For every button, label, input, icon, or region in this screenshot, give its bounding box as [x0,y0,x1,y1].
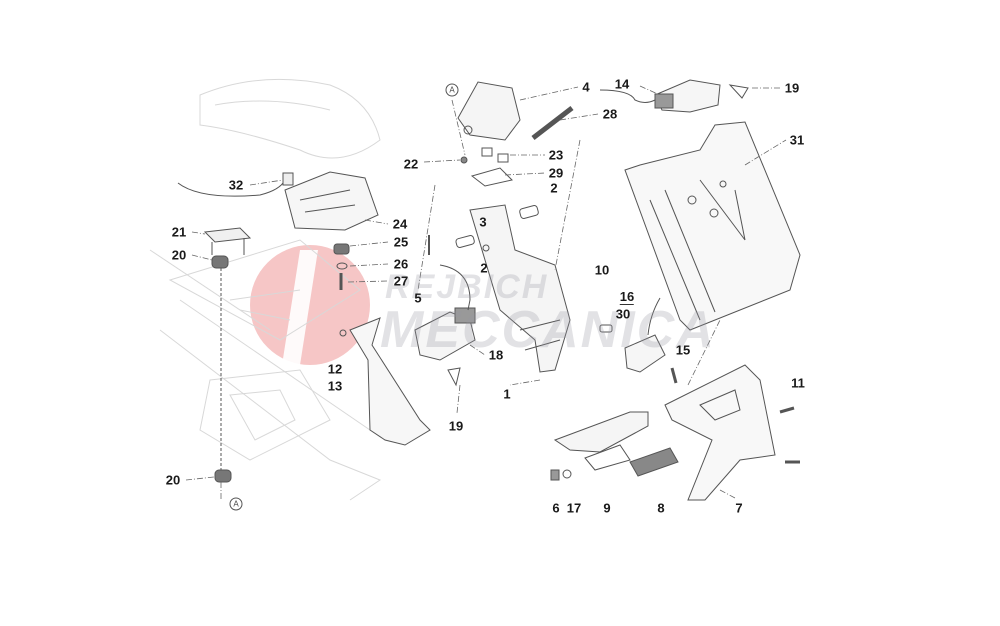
background-bodywork [149,78,382,501]
part-label-1[interactable]: 1 [503,386,511,402]
part-label-25[interactable]: 25 [393,234,409,250]
part-label-2[interactable]: 2 [550,180,558,196]
part-label-3[interactable]: 3 [479,214,487,230]
part-label-32[interactable]: 32 [228,177,244,193]
leader-lines [185,85,787,500]
part-label-29[interactable]: 29 [548,165,564,181]
part-label-24[interactable]: 24 [392,216,408,232]
part-label-26[interactable]: 26 [393,256,409,272]
part-label-17[interactable]: 17 [566,500,582,516]
part-label-6[interactable]: 6 [552,500,560,516]
part-label-19[interactable]: 19 [784,80,800,96]
part-label-11[interactable]: 11 [791,375,805,391]
part-label-30[interactable]: 30 [615,306,631,322]
part-label-27[interactable]: 27 [393,273,409,289]
part-label-10[interactable]: 10 [594,262,610,278]
watermark-logo-k [282,250,318,365]
part-label-16[interactable]: 16 [619,289,635,305]
part-label-18[interactable]: 18 [488,347,504,363]
parts-outlines [177,79,801,501]
part-label-14[interactable]: 14 [614,76,630,92]
part-label-20[interactable]: 20 [171,247,187,263]
watermark-brand-top: REJBICH [385,268,549,306]
part-label-7[interactable]: 7 [735,500,743,516]
part-label-9[interactable]: 9 [603,500,611,516]
part-label-22[interactable]: 22 [403,156,419,172]
part-label-20[interactable]: 20 [165,472,181,488]
part-label-4[interactable]: 4 [582,79,590,95]
part-label-8[interactable]: 8 [657,500,665,516]
part-label-21[interactable]: 21 [171,224,187,240]
reference-marker-a-top: A [445,83,459,97]
part-label-28[interactable]: 28 [602,106,618,122]
part-label-31[interactable]: 31 [789,132,805,148]
part-label-2[interactable]: 2 [480,260,488,276]
watermark-brand-bottom: MECCANICA [380,301,716,359]
part-label-19[interactable]: 19 [448,418,464,434]
part-label-12[interactable]: 12 [327,361,343,377]
reference-marker-a-bottom: A [229,497,243,511]
part-label-5[interactable]: 5 [414,290,422,306]
part-label-23[interactable]: 23 [548,147,564,163]
part-label-13[interactable]: 13 [327,378,343,394]
part-label-15[interactable]: 15 [675,342,691,358]
